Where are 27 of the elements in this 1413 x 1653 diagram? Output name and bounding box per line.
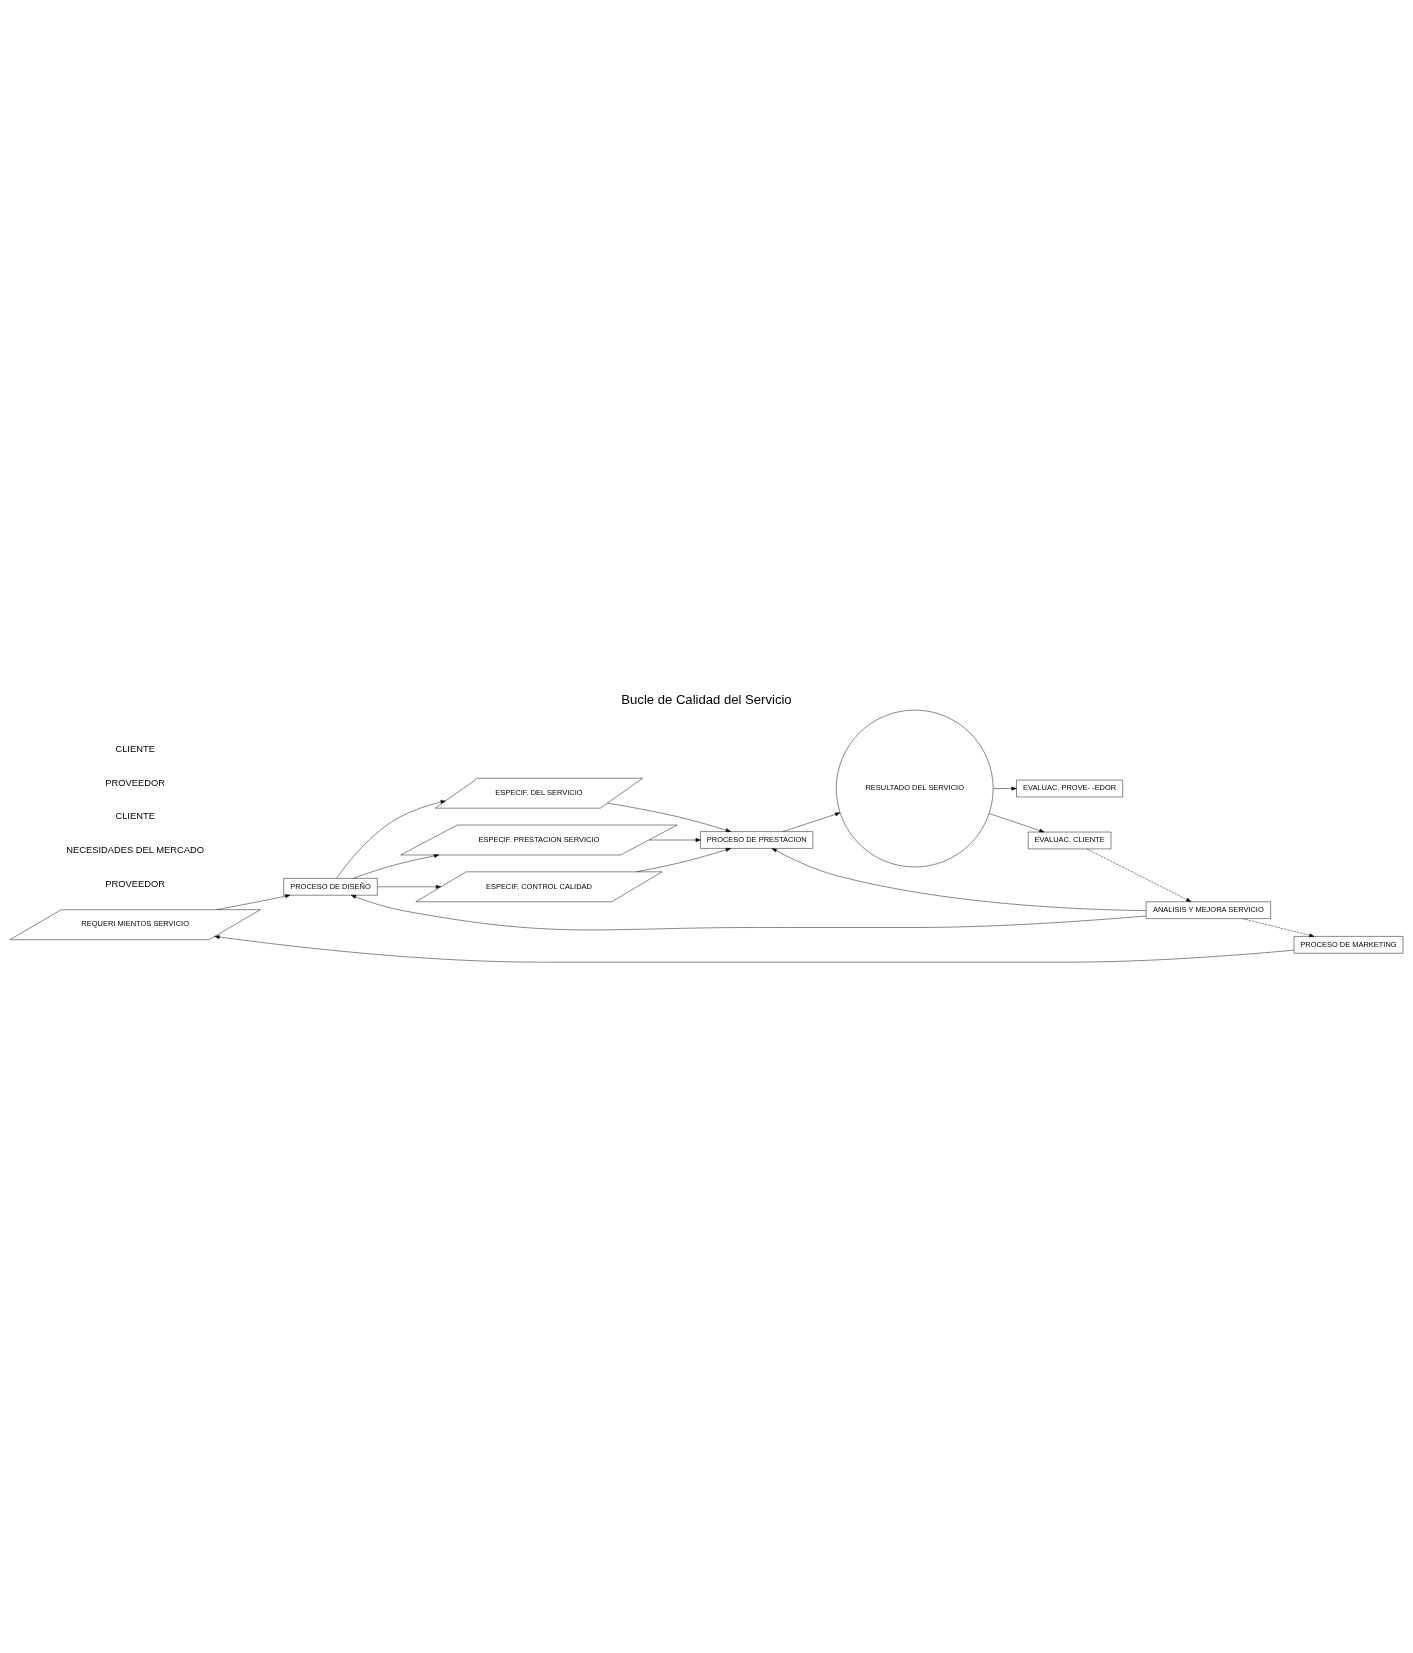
arrow	[648, 837, 701, 842]
label: PROVEEDOR	[105, 777, 166, 788]
arrow	[636, 847, 731, 872]
arrow	[993, 786, 1017, 790]
arrow	[771, 847, 1147, 911]
arrow	[989, 812, 1045, 832]
arrow	[782, 812, 841, 832]
node-box: PROCESO DE DISEÑO	[283, 877, 378, 895]
arrow	[1242, 917, 1315, 937]
label: NECESIDADES DEL MERCADO	[66, 844, 205, 855]
node-box: PROCESO DE PRESTACION	[700, 830, 814, 849]
label: PROVEEDOR	[105, 878, 166, 889]
arrow	[216, 893, 291, 910]
arrow	[1086, 848, 1192, 902]
arrow	[377, 884, 442, 889]
diagram-title: Bucle de Calidad del Servicio	[621, 691, 792, 707]
label: CLIENTE	[115, 810, 155, 821]
label: CLIENTE	[115, 743, 155, 754]
arrow	[214, 934, 1295, 962]
arrow	[607, 802, 731, 832]
arrow	[352, 853, 440, 879]
arrow	[350, 894, 1147, 930]
node-box: EVALUAC. CLIENTE	[1027, 831, 1112, 849]
node-box: EVALUAC. PROVE- -EDOR	[1016, 779, 1123, 797]
arrow	[336, 799, 446, 879]
node-box: PROCESO DE MARKETING	[1293, 935, 1404, 953]
node-box: ANALISIS Y MEJORA SERVICIO	[1145, 901, 1271, 919]
